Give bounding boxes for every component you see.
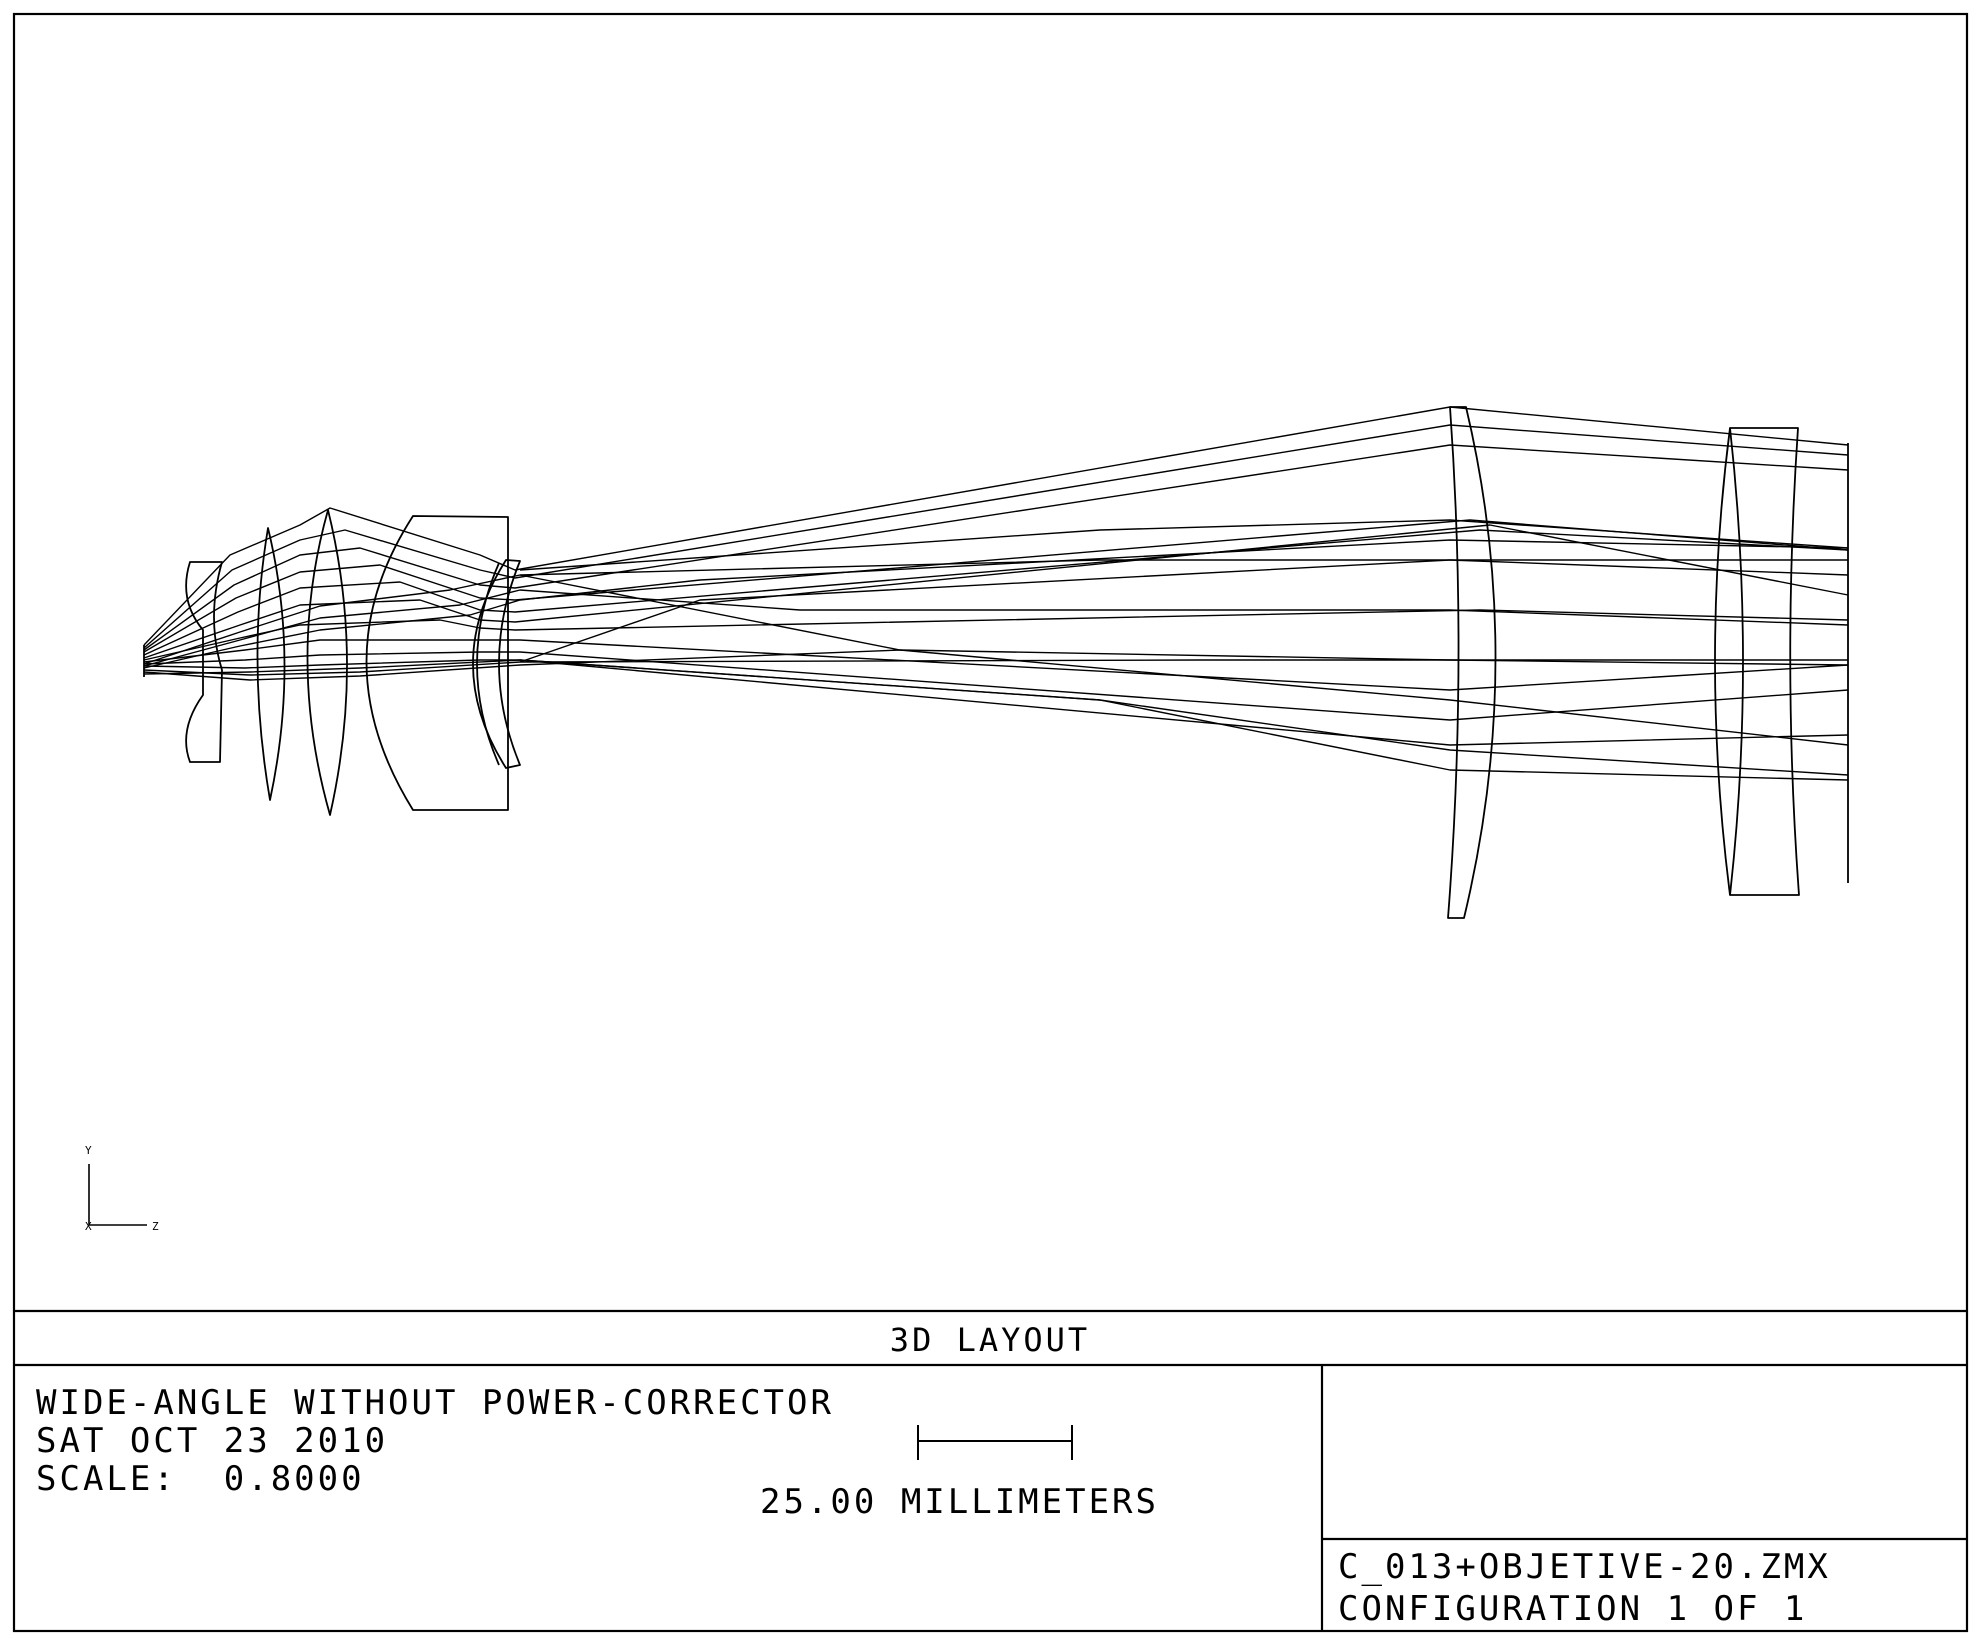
lens-element-1 <box>185 561 223 763</box>
ray-9 <box>143 651 1849 721</box>
ray-16 <box>143 574 1849 746</box>
lens-element-5 <box>472 559 521 769</box>
ray-20 <box>519 659 1848 663</box>
scale-bar-label: 25.00 MILLIMETERS <box>760 1482 1159 1522</box>
ray-6 <box>143 524 1849 659</box>
ray-19 <box>519 659 1849 776</box>
ray-7 <box>143 609 1849 661</box>
ray-11 <box>143 559 1848 676</box>
lens-element-3 <box>306 509 348 816</box>
lens-layout <box>143 406 1849 919</box>
ray-18 <box>519 559 1849 576</box>
plot-title: 3D LAYOUT <box>890 1321 1090 1359</box>
lens-element-4 <box>365 515 509 811</box>
ray-13 <box>143 659 1849 781</box>
lens-element-5-inner <box>476 562 500 766</box>
system-title: WIDE-ANGLE WITHOUT POWER-CORRECTOR <box>36 1383 834 1423</box>
ray-2 <box>143 424 1849 649</box>
plot-frame <box>12 12 1969 1633</box>
ray-4 <box>143 519 1849 653</box>
ray-3 <box>143 444 1849 651</box>
ray-15 <box>143 589 1849 667</box>
lens-element-7 <box>1729 427 1800 896</box>
scale-bar <box>917 1425 1073 1460</box>
ray-5 <box>143 529 1849 656</box>
filename: C_013+OBJETIVE-20.ZMX <box>1338 1547 1831 1587</box>
plot-date: SAT OCT 23 2010 <box>36 1421 388 1461</box>
axis-label-x: X <box>85 1220 95 1233</box>
axis-label-y: Y <box>85 1144 95 1157</box>
configuration-label: CONFIGURATION 1 OF 1 <box>1338 1589 1807 1629</box>
ray-8 <box>143 639 1849 691</box>
ray-10 <box>143 659 1849 746</box>
scale-value: SCALE: 0.8000 <box>36 1459 365 1499</box>
lens-element-6 <box>1447 406 1497 919</box>
ray-14 <box>143 539 1849 669</box>
lens-element-7-curve <box>1714 427 1731 896</box>
ray-1 <box>143 406 1849 646</box>
ray-fan <box>143 406 1849 781</box>
lens-element-2 <box>256 527 286 801</box>
ray-17 <box>519 519 1849 571</box>
axis-label-z: Z <box>152 1220 162 1233</box>
axis-triad <box>88 1164 147 1226</box>
